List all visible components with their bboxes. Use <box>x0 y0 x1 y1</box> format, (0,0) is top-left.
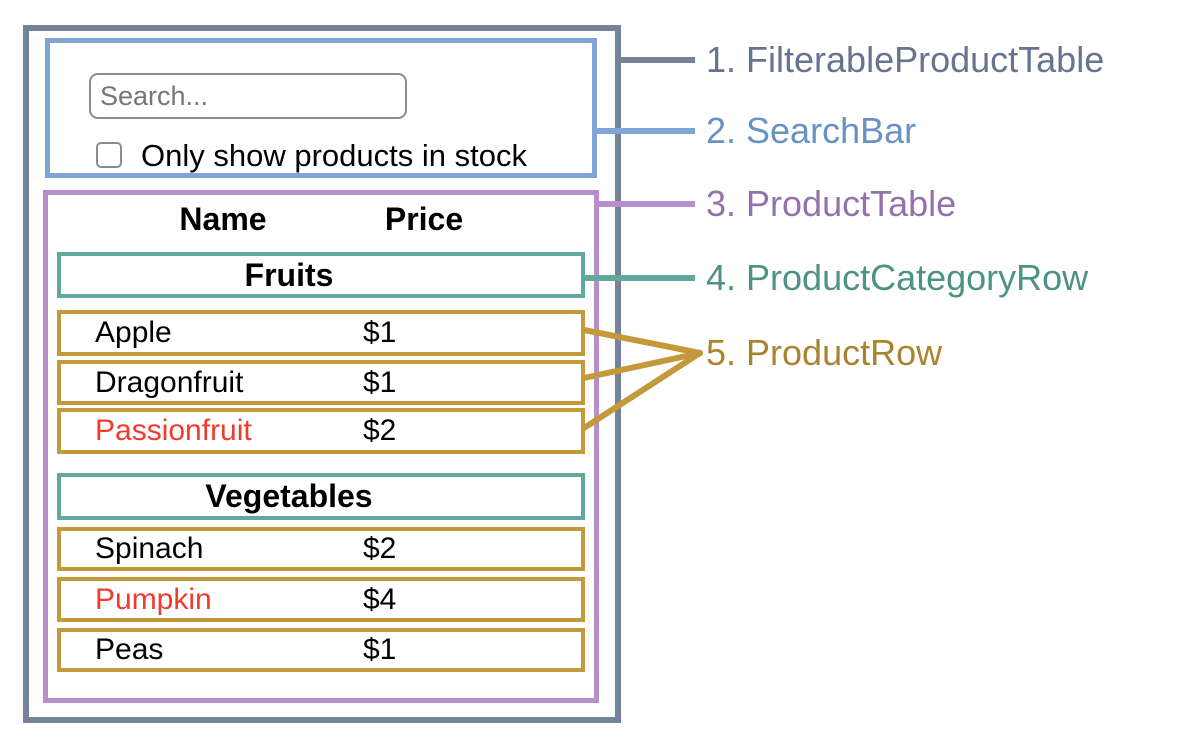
product-row-spinach: Spinach $2 <box>57 527 585 571</box>
product-name: Dragonfruit <box>95 365 244 399</box>
product-price: $2 <box>363 532 397 565</box>
category-label: Vegetables <box>205 478 373 514</box>
column-header-name: Name <box>179 201 267 237</box>
product-row-passionfruit: Passionfruit $2 <box>57 408 585 454</box>
in-stock-checkbox[interactable] <box>96 142 122 168</box>
legend-filterable-product-table: 1. FilterableProductTable <box>706 39 1105 80</box>
legend-search-bar: 2. SearchBar <box>706 110 917 151</box>
product-name: Apple <box>95 316 172 349</box>
product-name: Spinach <box>95 532 204 565</box>
legend-product-table: 3. ProductTable <box>706 183 957 224</box>
search-input[interactable] <box>89 73 407 119</box>
product-name-out-of-stock: Pumpkin <box>95 582 212 616</box>
product-row-apple: Apple $1 <box>57 310 585 356</box>
product-price: $2 <box>363 414 397 447</box>
product-price: $4 <box>363 582 397 616</box>
product-name-out-of-stock: Passionfruit <box>95 414 252 447</box>
connector-line-filterable-product-table <box>621 57 695 63</box>
product-row-pumpkin: Pumpkin $4 <box>57 577 585 622</box>
connector-line-product-category-row <box>585 275 695 281</box>
legend-product-row: 5. ProductRow <box>706 332 943 373</box>
connector-lines-product-row <box>581 327 703 431</box>
connector-line-search-bar <box>597 128 695 134</box>
category-row-fruits: Fruits <box>57 252 585 298</box>
connector-line-product-table <box>599 201 695 207</box>
category-row-vegetables: Vegetables <box>57 473 585 520</box>
product-row-peas: Peas $1 <box>57 628 585 672</box>
product-price: $1 <box>363 365 397 399</box>
column-header-price: Price <box>384 201 464 237</box>
product-price: $1 <box>363 633 397 666</box>
product-price: $1 <box>363 316 397 349</box>
product-name: Peas <box>95 633 164 666</box>
in-stock-label: Only show products in stock <box>141 138 527 173</box>
legend-product-category-row: 4. ProductCategoryRow <box>706 257 1089 298</box>
product-row-dragonfruit: Dragonfruit $1 <box>57 360 585 405</box>
category-label: Fruits <box>244 256 334 293</box>
